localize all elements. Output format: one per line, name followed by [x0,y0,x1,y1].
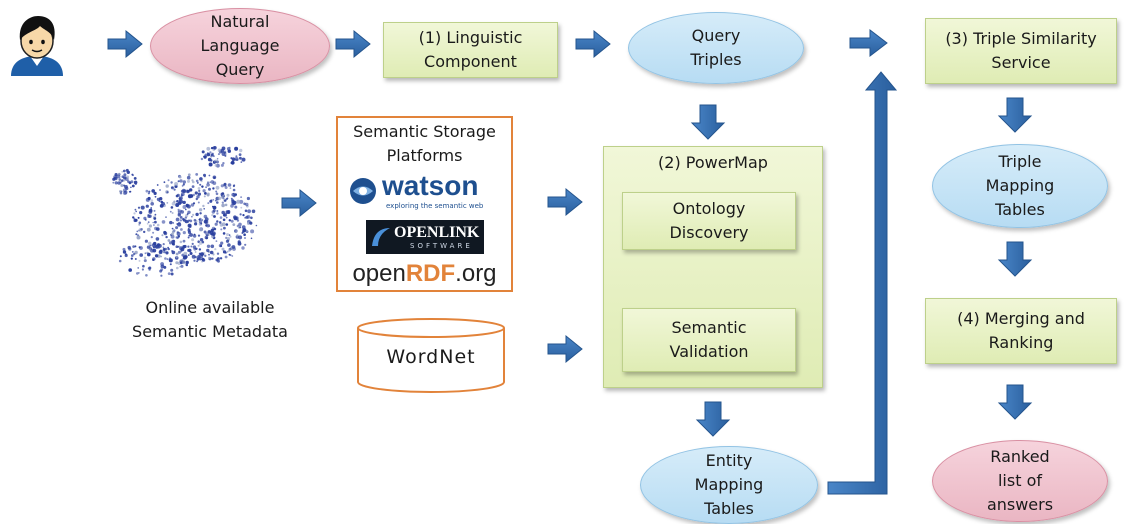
openlink-swoosh-icon [372,228,390,246]
ranked-list-node: Ranked list of answers [932,440,1108,522]
arrow-to-triple-similarity [849,28,888,58]
openrdf-prefix: open [352,260,406,287]
semantic-storage-platforms-box: Semantic Storage Platforms watson explor… [336,116,513,292]
arrow-merging-to-ranked [997,384,1033,420]
openlink-wordmark: OPENLINK [394,224,480,241]
openlink-subtitle: SOFTWARE [410,242,473,250]
entity-mapping-tables-node: Entity Mapping Tables [640,446,818,524]
watson-tagline: exploring the semantic web [386,202,484,210]
wordnet-label: WordNet [386,346,476,368]
watson-logo: watson exploring the semantic web [348,170,503,214]
entity-mapping-label: Entity Mapping Tables [694,451,764,518]
user-icon [11,16,63,76]
semantic-validation-label: Semantic Validation [669,318,749,361]
arrow-similarity-to-mapping [997,97,1033,133]
powermap-title: (2) PowerMap [658,153,768,172]
ontology-discovery-label: Ontology Discovery [669,199,749,242]
natural-language-query-label: Natural Language Query [200,12,280,79]
linguistic-component-box: (1) Linguistic Component [383,22,558,78]
triple-similarity-service-box: (3) Triple Similarity Service [925,18,1117,84]
arrow-metadata-to-storage [281,188,317,218]
arrow-entity-feedback [827,71,898,495]
arrow-query-to-linguistic [335,29,371,59]
query-triples-node: Query Triples [628,12,804,84]
ontology-discovery-box: Ontology Discovery [622,192,796,250]
arrow-mapping-to-merging [997,241,1033,277]
openrdf-mid: RDF [405,260,456,287]
openrdf-suffix: .org [455,260,497,287]
openlink-logo: OPENLINK SOFTWARE [366,220,484,254]
arrow-powermap-to-entity [695,401,731,437]
merging-ranking-box: (4) Merging and Ranking [925,298,1117,364]
watson-globe-icon [350,178,376,204]
merging-ranking-label: (4) Merging and Ranking [957,309,1085,352]
triple-mapping-label: Triple Mapping Tables [985,152,1055,219]
triple-similarity-label: (3) Triple Similarity Service [945,29,1097,72]
watson-wordmark: watson [382,170,479,201]
ranked-list-label: Ranked list of answers [986,447,1054,514]
arrow-wordnet-to-powermap [547,334,583,364]
semantic-validation-box: Semantic Validation [622,308,796,372]
triple-mapping-tables-node: Triple Mapping Tables [932,144,1108,228]
arrow-user-to-query [107,29,143,59]
openrdf-logo: openRDF.org [338,260,511,288]
wordnet-cylinder [357,318,505,393]
semantic-metadata-cloud-image [112,146,258,277]
arrow-triples-to-powermap [690,104,726,140]
arrow-storage-to-powermap [547,187,583,217]
query-triples-label: Query Triples [690,26,742,69]
arrow-linguistic-to-triples [575,29,611,59]
storage-title: Semantic Storage Platforms [353,122,496,165]
online-metadata-label: Online available Semantic Metadata [132,298,288,341]
linguistic-component-label: (1) Linguistic Component [418,28,523,71]
natural-language-query-node: Natural Language Query [150,8,330,84]
